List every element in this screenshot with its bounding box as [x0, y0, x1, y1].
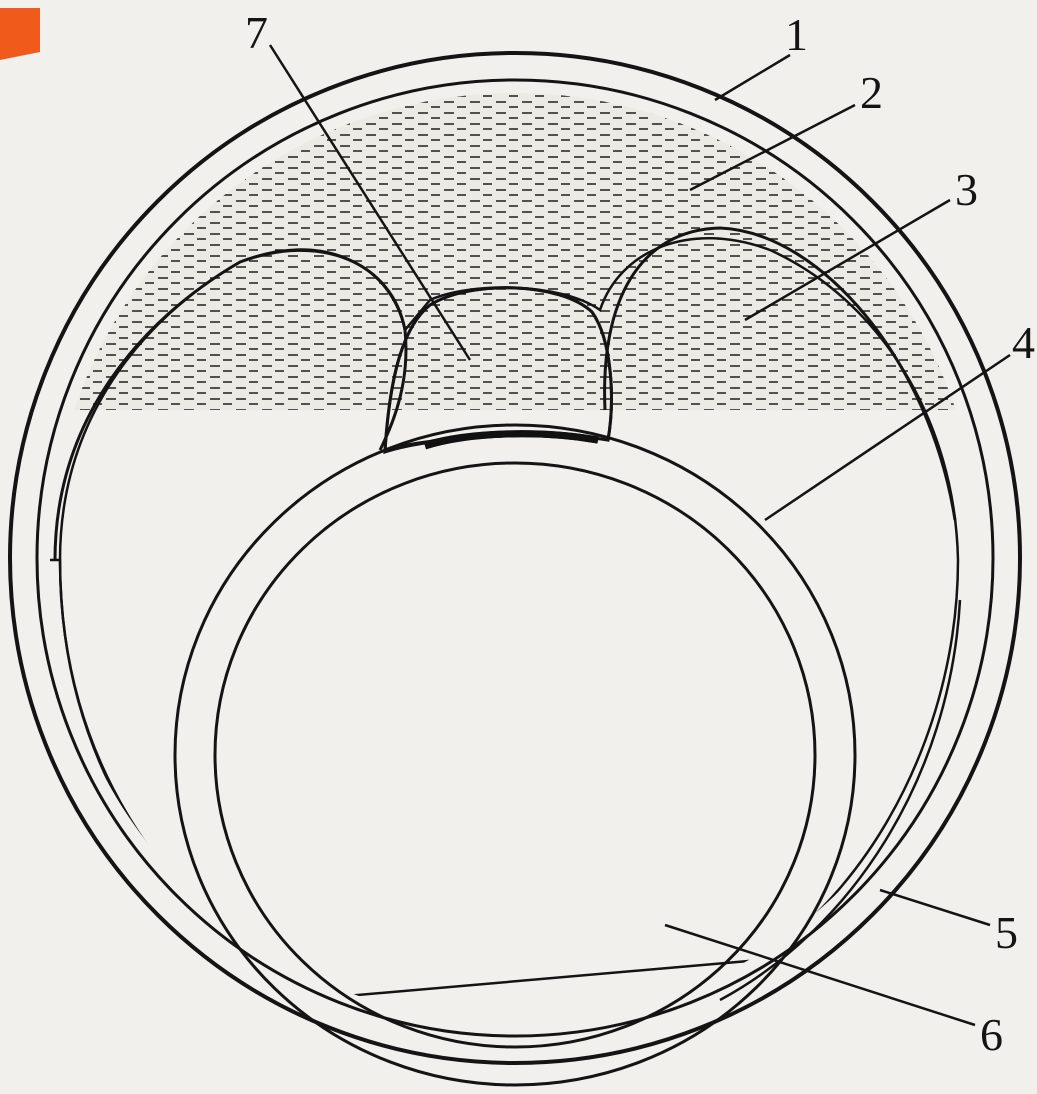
label-3: 3 [955, 164, 978, 215]
label-4: 4 [1012, 317, 1035, 368]
label-6: 6 [980, 1009, 1003, 1060]
label-5: 5 [995, 907, 1018, 958]
label-2: 2 [860, 67, 883, 118]
label-1: 1 [785, 9, 808, 60]
corner-tab [0, 8, 40, 60]
label-7: 7 [245, 7, 268, 58]
